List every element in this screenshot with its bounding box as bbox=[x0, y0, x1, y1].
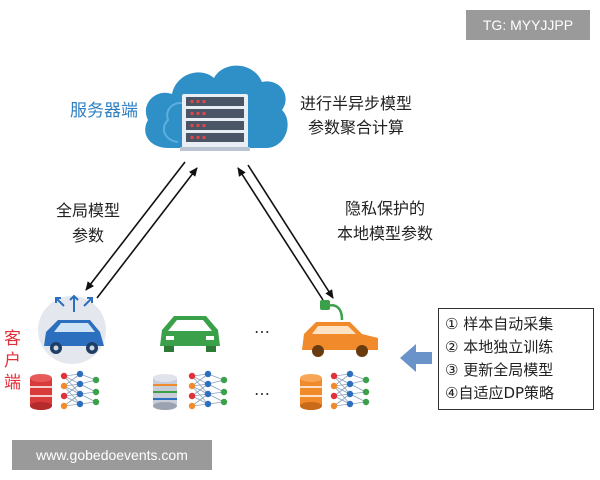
client-label: 客户 端 bbox=[4, 328, 22, 394]
database-icon-3 bbox=[300, 374, 322, 410]
local-params-line-1: 隐私保护的 bbox=[344, 199, 425, 218]
global-params-arrows bbox=[85, 161, 198, 299]
aggregation-line-1: 进行半异步模型 bbox=[299, 94, 412, 113]
global-params-line-2: 参数 bbox=[71, 226, 104, 245]
electric-car-icon bbox=[302, 300, 378, 357]
watermark-bottom-left: www.gobedoevents.com bbox=[12, 440, 212, 470]
global-params-line-1: 全局模型 bbox=[55, 201, 120, 220]
neural-network-icon-1 bbox=[60, 370, 100, 410]
step-1: ① 样本自动采集 bbox=[445, 315, 554, 333]
green-car-icon bbox=[160, 316, 220, 352]
aggregation-line-2: 参数聚合计算 bbox=[307, 118, 404, 137]
server-label: 服务器端 bbox=[70, 101, 138, 121]
step-3: ③ 更新全局模型 bbox=[445, 361, 554, 379]
neural-network-icon-3 bbox=[330, 370, 370, 410]
client-label-line-1: 客户 bbox=[4, 329, 21, 371]
ellipsis-data: … bbox=[254, 380, 272, 399]
global-params-label: 全局模型 参数 bbox=[38, 198, 138, 248]
step-4: ④自适应DP策略 bbox=[445, 384, 555, 402]
neural-network-icon-2 bbox=[188, 370, 228, 410]
database-icon-1 bbox=[30, 374, 52, 410]
ellipsis-cars: … bbox=[254, 318, 272, 337]
local-params-arrows bbox=[237, 164, 334, 301]
step-arrow-icon bbox=[400, 344, 432, 372]
connected-car-icon bbox=[38, 294, 106, 364]
local-params-line-2: 本地模型参数 bbox=[336, 224, 433, 243]
watermark-top-right: TG: MYYJJPP bbox=[466, 10, 590, 40]
cloud-server-icon bbox=[145, 65, 288, 151]
steps-box: ① 样本自动采集 ② 本地独立训练 ③ 更新全局模型 ④自适应DP策略 bbox=[438, 308, 594, 410]
local-params-label: 隐私保护的 本地模型参数 bbox=[320, 196, 450, 246]
step-2: ② 本地独立训练 bbox=[445, 338, 554, 356]
database-icon-2 bbox=[153, 374, 177, 410]
aggregation-text: 进行半异步模型 参数聚合计算 bbox=[286, 92, 426, 140]
client-label-line-2: 端 bbox=[4, 373, 21, 393]
